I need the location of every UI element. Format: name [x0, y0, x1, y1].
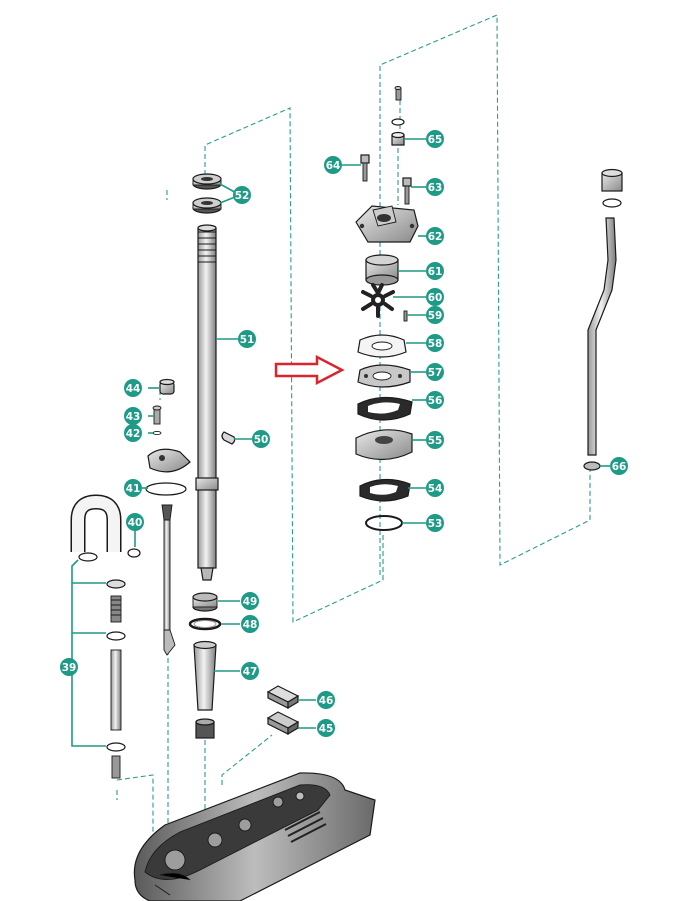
callout-label: 63: [428, 182, 443, 194]
shift-cover-parts: [145, 378, 191, 496]
callout-label: 42: [126, 428, 141, 440]
callout-label: 49: [243, 596, 258, 608]
shaft-oil-seals: [192, 173, 222, 214]
callout-53: 53: [426, 514, 444, 532]
callout-59: 59: [426, 306, 444, 324]
callout-51: 51: [238, 330, 256, 348]
small-key-pin: [221, 431, 236, 445]
callout-label: 53: [428, 518, 443, 530]
callout-52: 52: [233, 186, 251, 204]
callout-label: 60: [428, 292, 443, 304]
callout-label: 65: [428, 134, 443, 146]
callout-62: 62: [426, 227, 444, 245]
callout-label: 51: [240, 334, 255, 346]
assembly-guide-lines: [116, 14, 591, 850]
upper-shift-rod: [583, 168, 623, 471]
callout-40: 40: [126, 513, 144, 531]
callout-label: 66: [612, 461, 627, 473]
callout-44: 44: [124, 379, 142, 397]
callout-45: 45: [317, 719, 335, 737]
callout-label: 40: [128, 517, 143, 529]
spacer-blocks: [266, 685, 300, 736]
callout-leaders: [71, 138, 610, 747]
callout-48: 48: [241, 615, 259, 633]
callout-badges: 39 40 41 42 43 44 45 46 47 48 49 50 51 5…: [60, 130, 628, 737]
callout-label: 61: [428, 266, 443, 278]
callout-label: 64: [326, 160, 341, 172]
callout-56: 56: [426, 391, 444, 409]
impeller-icon: [361, 283, 395, 318]
callout-label: 39: [62, 662, 77, 674]
callout-label: 43: [126, 411, 141, 423]
shift-rod: [161, 504, 176, 656]
callout-66: 66: [610, 457, 628, 475]
callout-65: 65: [426, 130, 444, 148]
callout-46: 46: [317, 691, 335, 709]
callout-label: 44: [126, 383, 141, 395]
callout-42: 42: [124, 424, 142, 442]
callout-label: 45: [319, 723, 334, 735]
callout-57: 57: [426, 363, 444, 381]
callout-label: 50: [254, 434, 269, 446]
callout-label: 56: [428, 395, 443, 407]
callout-58: 58: [426, 334, 444, 352]
callout-label: 62: [428, 231, 443, 243]
lower-case-housing: [133, 772, 376, 901]
callout-label: 41: [126, 483, 141, 495]
callout-54: 54: [426, 479, 444, 497]
callout-label: 47: [243, 666, 258, 678]
callout-64: 64: [324, 156, 342, 174]
drive-shaft: [195, 224, 219, 581]
callout-63: 63: [426, 178, 444, 196]
callout-label: 58: [428, 338, 443, 350]
callout-60: 60: [426, 288, 444, 306]
callout-label: 59: [428, 310, 443, 322]
water-pump-parts: [355, 86, 419, 531]
callout-label: 48: [243, 619, 258, 631]
lower-bearing-parts: [188, 592, 222, 739]
callout-39: 39: [60, 658, 78, 676]
callout-label: 55: [428, 435, 443, 447]
callout-label: 52: [235, 190, 250, 202]
callout-label: 46: [319, 695, 334, 707]
red-arrow-icon: [274, 354, 345, 386]
water-tube-assembly: [70, 494, 141, 779]
callout-43: 43: [124, 407, 142, 425]
callout-41: 41: [124, 479, 142, 497]
callout-50: 50: [252, 430, 270, 448]
callout-61: 61: [426, 262, 444, 280]
callout-55: 55: [426, 431, 444, 449]
callout-label: 54: [428, 483, 443, 495]
callout-47: 47: [241, 662, 259, 680]
callout-label: 57: [428, 367, 443, 379]
callout-49: 49: [241, 592, 259, 610]
